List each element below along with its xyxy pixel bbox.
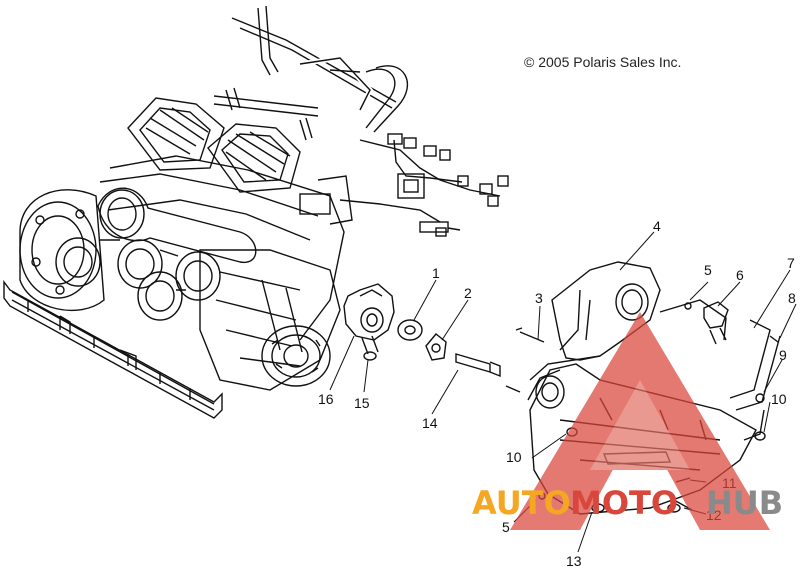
callout-8: 8: [788, 290, 796, 306]
watermark-triangle-mark: [510, 312, 770, 530]
part-6-clip: [703, 301, 729, 345]
engine-assembly: [3, 5, 509, 419]
callout-5-lower: 5: [502, 519, 510, 535]
part-3-pin: [515, 327, 545, 343]
part-8-screw: [769, 335, 779, 343]
callout-10: 10: [771, 391, 787, 407]
part-16-bracket: [343, 283, 395, 341]
callout-13: 13: [566, 553, 582, 568]
part-9-nut: [755, 393, 765, 403]
part-14-bolt: [455, 353, 501, 378]
callout-10-left: 10: [506, 449, 522, 465]
callout-14: 14: [422, 415, 438, 431]
callout-15: 15: [354, 395, 370, 411]
part-2-washer: [425, 333, 447, 361]
watermark-moto: MOTO: [570, 484, 678, 522]
callout-6: 6: [736, 267, 744, 283]
callout-labels: 1 2 3 4 5 6 7 8 9 10 11 12 13 14 15 16 1…: [318, 218, 796, 569]
callout-3: 3: [535, 290, 543, 306]
watermark-logo: [510, 312, 770, 530]
callout-16: 16: [318, 391, 334, 407]
callout-2: 2: [464, 285, 472, 301]
callout-4: 4: [653, 218, 661, 234]
watermark-text: AUTO MOTO HUB: [472, 484, 783, 522]
callout-1: 1: [432, 265, 440, 281]
callout-7: 7: [787, 255, 795, 271]
part-14-screw: [505, 385, 521, 393]
part-15-stud: [361, 335, 379, 361]
part-5-nut: [684, 302, 692, 310]
copyright-notice: © 2005 Polaris Sales Inc.: [524, 54, 682, 70]
watermark-hub: HUB: [706, 484, 783, 522]
watermark-auto: AUTO: [472, 484, 571, 522]
part-1-washer: [397, 319, 423, 341]
part-10-washer: [754, 431, 766, 441]
callout-5: 5: [704, 262, 712, 278]
callout-9: 9: [779, 347, 787, 363]
part-12-fastener: [667, 503, 681, 513]
